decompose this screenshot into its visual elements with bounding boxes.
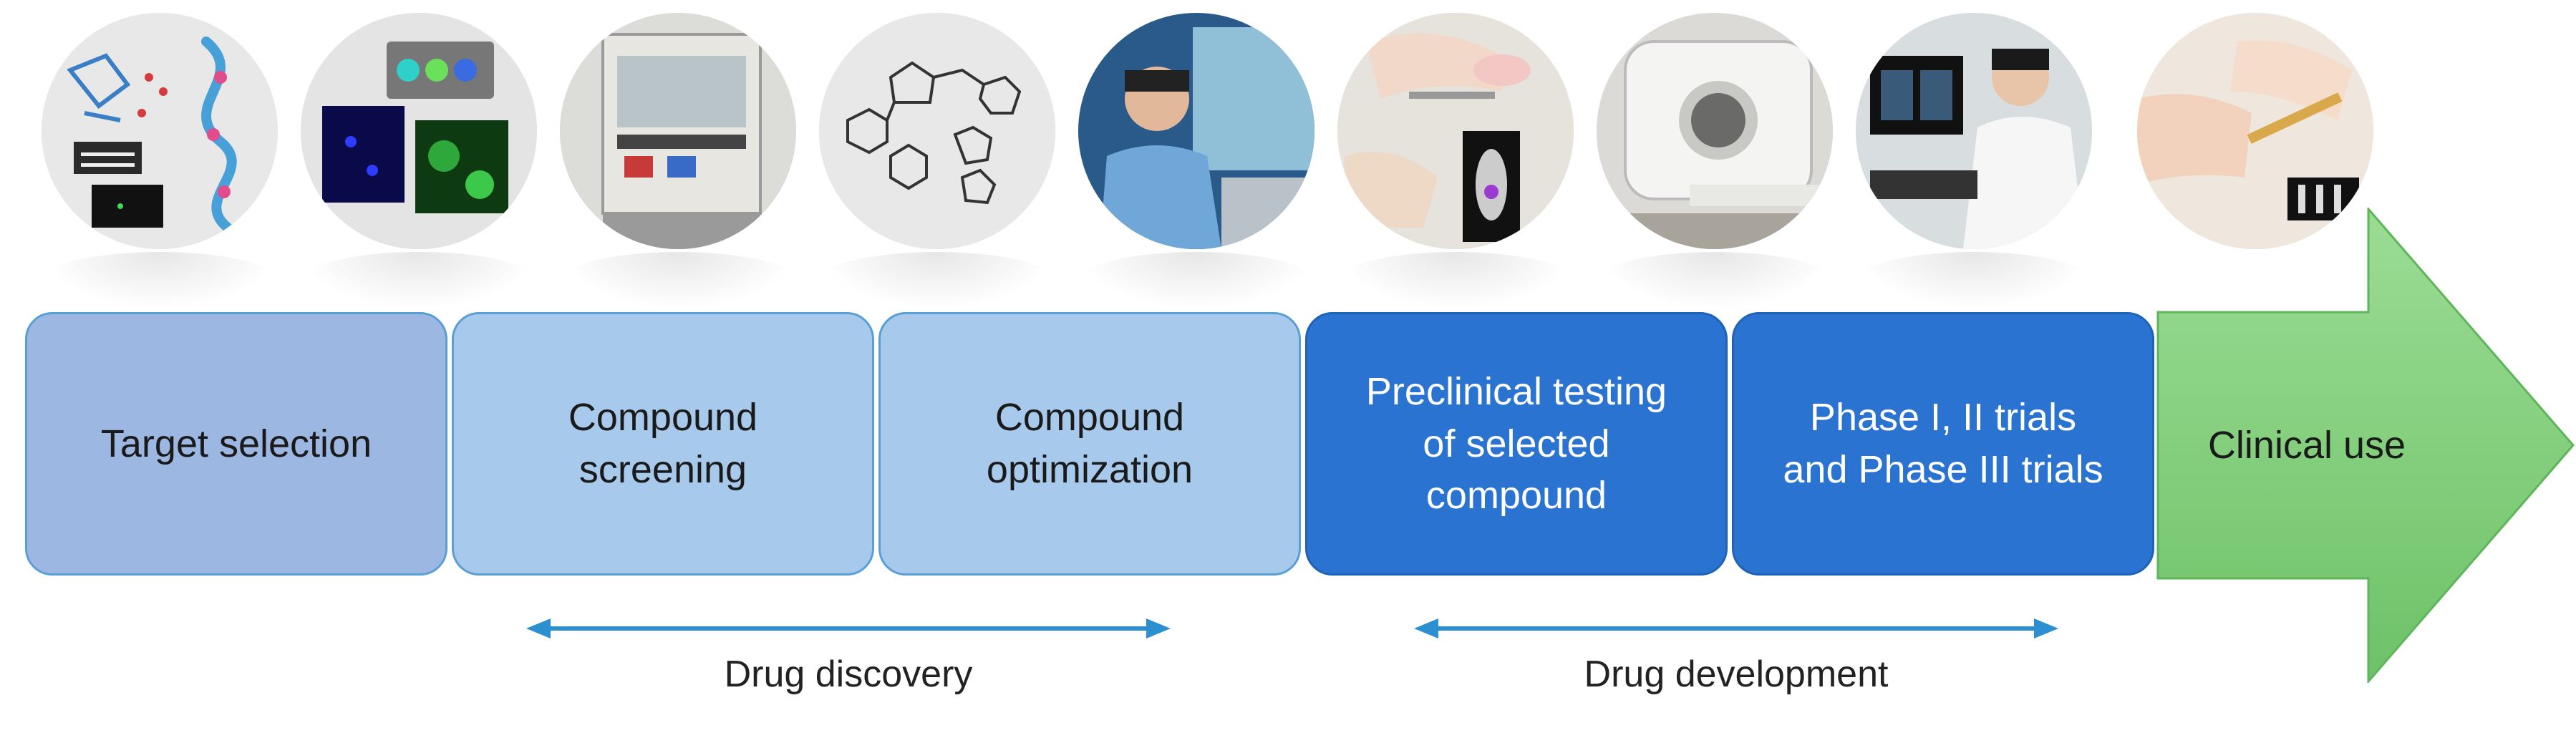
photo-chemical-structure — [819, 13, 1055, 249]
stage-label: Compound optimization — [986, 396, 1193, 491]
stage-label: Target selection — [100, 422, 372, 465]
photo-dna-targets — [42, 13, 278, 249]
photo-cell-imaging — [301, 13, 537, 249]
photo-reflection — [42, 252, 278, 309]
photo-reflection — [1597, 252, 1833, 309]
stage-label: Preclinical testing of selected compound — [1365, 369, 1667, 518]
stage-label: Phase I, II trials and Phase III trials — [1783, 396, 2103, 491]
stage-clinical-trials: Phase I, II trials and Phase III trials — [1732, 312, 2154, 576]
photo-lab-researcher — [1078, 13, 1314, 249]
photo-reflection — [1078, 252, 1314, 309]
stage-preclinical-testing: Preclinical testing of selected compound — [1305, 312, 1728, 576]
stage-compound-optimization: Compound optimization — [878, 312, 1301, 576]
photo-reflection — [301, 252, 537, 309]
photo-reflection — [560, 252, 796, 309]
drug-discovery-label: Drug discovery — [724, 654, 973, 695]
stage-label: Compound screening — [568, 396, 758, 491]
photo-reflection — [819, 252, 1055, 309]
photo-screening-robot — [560, 13, 796, 249]
drug-discovery-arrow — [526, 618, 1171, 639]
photo-preclinical-animal — [1337, 13, 1574, 249]
drug-development-label: Drug development — [1584, 654, 1889, 695]
photo-reflection — [1856, 252, 2092, 309]
photo-reflection — [1337, 252, 1574, 309]
clinical-use-arrow: Clinical use — [2156, 208, 2575, 683]
drug-development-arrow — [1414, 618, 2058, 639]
photo-ct-scanner — [1597, 13, 1833, 249]
clinical-use-label: Clinical use — [2208, 424, 2406, 467]
clinical-use-arrow-shape — [2156, 208, 2575, 683]
photo-clinical-researcher — [1856, 13, 2092, 249]
stage-target-selection: Target selection — [25, 312, 447, 576]
photo-clinical-injection — [2137, 13, 2373, 249]
stage-compound-screening: Compound screening — [452, 312, 874, 576]
